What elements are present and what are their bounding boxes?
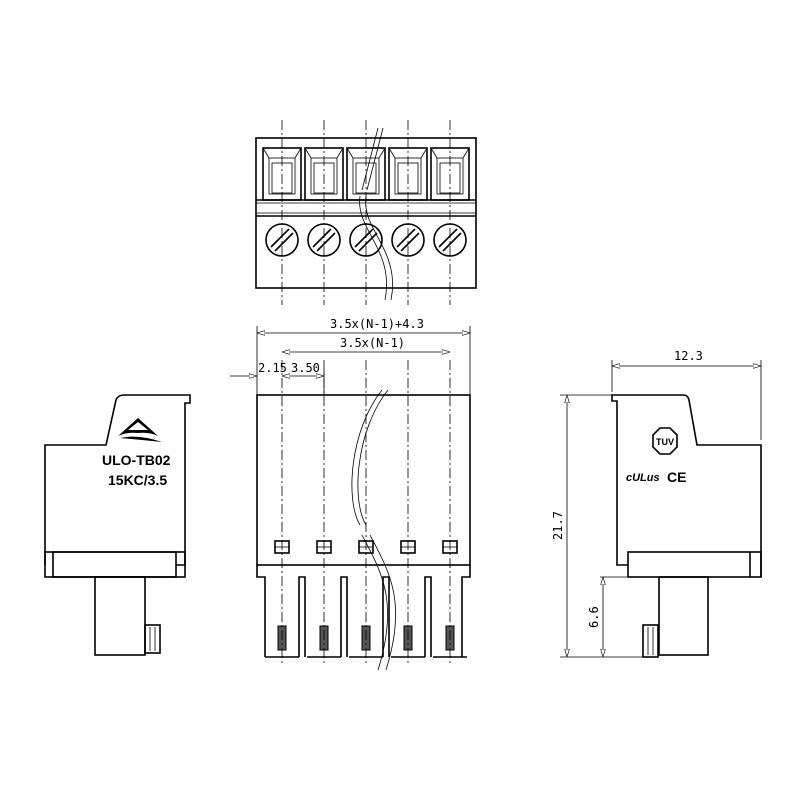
dim-depth: 12.3	[674, 349, 703, 363]
dim-height: 21.7	[551, 511, 565, 540]
front-view: 3.5x(N-1)+4.3 3.5x(N-1) 2.15 3.50	[230, 317, 471, 671]
terminal-cell	[304, 120, 344, 305]
manufacturer-logo	[118, 418, 162, 442]
part-label-line1: ULO-TB02	[102, 452, 171, 468]
dim-pitch: 3.50	[291, 361, 320, 375]
pin-contact	[382, 360, 425, 665]
terminal-cell	[430, 120, 470, 305]
left-side-view: ULO-TB02 15KC/3.5	[44, 394, 191, 656]
pin-contact	[298, 360, 341, 665]
pin-contact	[340, 360, 383, 665]
part-label-line2: 15KC/3.5	[108, 472, 167, 488]
dim-pin-height: 6.6	[587, 606, 601, 628]
ul-mark-icon: cULus	[626, 472, 660, 484]
dim-edge-offset: 2.15	[258, 361, 287, 375]
terminal-cell	[346, 120, 386, 305]
terminal-cell	[388, 120, 428, 305]
tuv-label: TUV	[656, 437, 674, 447]
dim-pitch-span: 3.5x(N-1)	[340, 336, 405, 350]
pin-contact	[424, 360, 467, 665]
top-view	[255, 120, 477, 305]
right-side-view: TUV cULus CE 12.3 21.7 6.6	[551, 349, 762, 658]
tuv-mark-icon: TUV	[652, 427, 678, 455]
terminal-cell	[262, 120, 302, 305]
dim-overall-width: 3.5x(N-1)+4.3	[330, 317, 424, 331]
pin-contact	[265, 360, 299, 665]
ce-mark-icon: CE	[667, 469, 686, 485]
